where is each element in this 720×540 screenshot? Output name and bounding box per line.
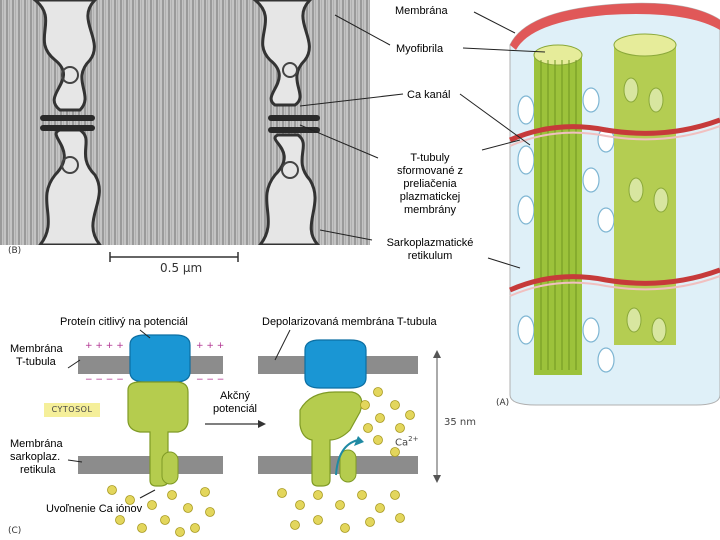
minus-charges-left: − − − − <box>85 375 124 385</box>
plus-charges-left-2: + + + <box>196 341 225 351</box>
ryanodine-receptor-right <box>299 391 363 487</box>
label-35-nm: 35 nm <box>444 417 476 428</box>
electron-micrograph <box>0 0 370 245</box>
muscle-fiber-illustration <box>496 0 720 410</box>
cytosol-label: CYTOSOL <box>44 403 100 417</box>
scale-bar-label: 0.5 µm <box>160 261 203 275</box>
label-ca-kanal: Ca kanál <box>407 89 451 101</box>
plus-charges-left: + + + + <box>85 341 124 351</box>
panel-a-tag: (A) <box>496 398 510 408</box>
ryanodine-plug-right <box>339 449 357 483</box>
panel-c-tag: (C) <box>8 526 22 536</box>
label-sarkoplazmaticke-retikulum: Sarkoplazmatické retikulum <box>386 237 474 262</box>
label-protein-citlivy: Proteín citlivý na potenciál <box>60 316 188 328</box>
panel-b-tag: (B) <box>8 246 22 256</box>
label-membrana-t-tubula: Membrána T-tubula <box>10 343 63 368</box>
ca-flow-arrow <box>335 439 359 476</box>
label-depolarizovana: Depolarizovaná membrána T-tubula <box>262 316 437 328</box>
label-membrana-sarkoplaz: Membrána sarkoplaz. retikula <box>10 438 63 476</box>
minus-charges-left-2: − − − <box>196 375 225 385</box>
label-ca-ion: Ca2+ <box>395 435 419 449</box>
label-membrana: Membrána <box>395 5 448 17</box>
label-akcny-potencial: Akčný potenciál <box>212 390 258 415</box>
voltage-sensor-left <box>129 334 191 383</box>
label-uvolnenie: Uvoľnenie Ca iónov <box>46 503 143 515</box>
ryanodine-plug-left <box>161 451 179 485</box>
label-t-tubuly: T-tubuly sformované z preliačenia plazma… <box>396 152 464 216</box>
micrograph-image <box>0 0 370 245</box>
label-myofibrila: Myofibrila <box>396 43 444 55</box>
voltage-sensor-right <box>304 339 367 389</box>
ca-ions <box>107 387 415 537</box>
